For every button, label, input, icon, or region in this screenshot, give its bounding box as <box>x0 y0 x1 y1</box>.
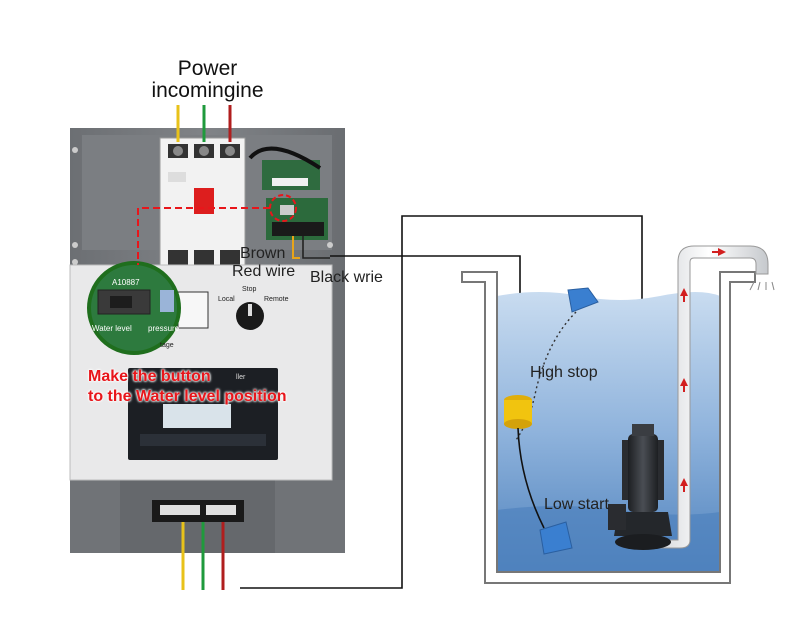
high-stop-label: High stop <box>530 364 598 381</box>
float-switch-fixed-icon <box>504 395 545 529</box>
water-tank <box>461 271 756 584</box>
callout-switch-right: pressure <box>148 324 180 333</box>
black-wire-label: Black wrie <box>310 269 383 286</box>
switch-callout <box>87 261 181 355</box>
low-start-label: Low start <box>544 496 609 513</box>
pump-icon <box>608 424 672 550</box>
discharge-pipe <box>649 245 775 549</box>
panel-stop-label: Stop <box>242 286 257 293</box>
brown-wire-label: Brown <box>240 245 286 262</box>
instruction-line2: to the Water level position <box>88 388 287 405</box>
instruction-line1: Make the button <box>88 368 211 385</box>
panel-controller-label: ller <box>236 374 246 381</box>
rotary-switch-icon <box>236 302 264 330</box>
panel-remote-label: Remote <box>264 296 289 303</box>
sprinkler-icon <box>749 281 775 291</box>
flow-arrow-icon <box>680 248 726 492</box>
panel-voltage-label: tage <box>160 342 174 349</box>
relay-module <box>248 146 328 240</box>
callout-switch-left: Water level <box>92 324 132 333</box>
diagram-title: Power incomingine <box>130 58 285 102</box>
power-incoming-wires <box>176 105 232 142</box>
float-switch-low-icon <box>539 521 573 555</box>
callout-model-label: A10887 <box>112 278 140 287</box>
callout-dashed-line <box>137 194 297 265</box>
circuit-breaker-icon <box>159 137 246 269</box>
bottom-terminal <box>152 500 244 590</box>
diagram-title-line1: Power <box>177 57 238 80</box>
panel-local-label: Local <box>218 296 235 303</box>
instruction-note: Make the button to the Water level posit… <box>88 367 287 407</box>
red-wire-label: Red wire <box>232 263 296 280</box>
diagram-title-line2: incomingine <box>151 79 264 102</box>
